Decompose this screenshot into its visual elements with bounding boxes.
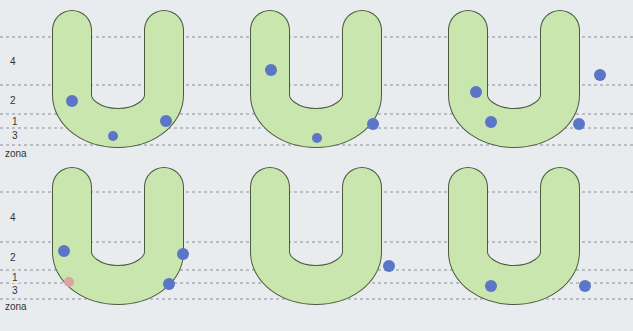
zone-number: 2 [8,252,18,263]
zone-number: 3 [10,285,20,296]
zone-number: 3 [10,130,20,141]
zone-lines [0,37,633,299]
zone-number: 2 [8,95,18,106]
blue-dots [58,64,606,292]
u-trays [72,30,560,285]
zone-number: 1 [10,272,20,283]
zone-heading: zona [3,148,29,159]
zone-number: 1 [10,116,20,127]
zone-number: 4 [8,212,18,223]
zone-number: 4 [8,56,18,67]
zone-heading: zona [3,301,29,312]
